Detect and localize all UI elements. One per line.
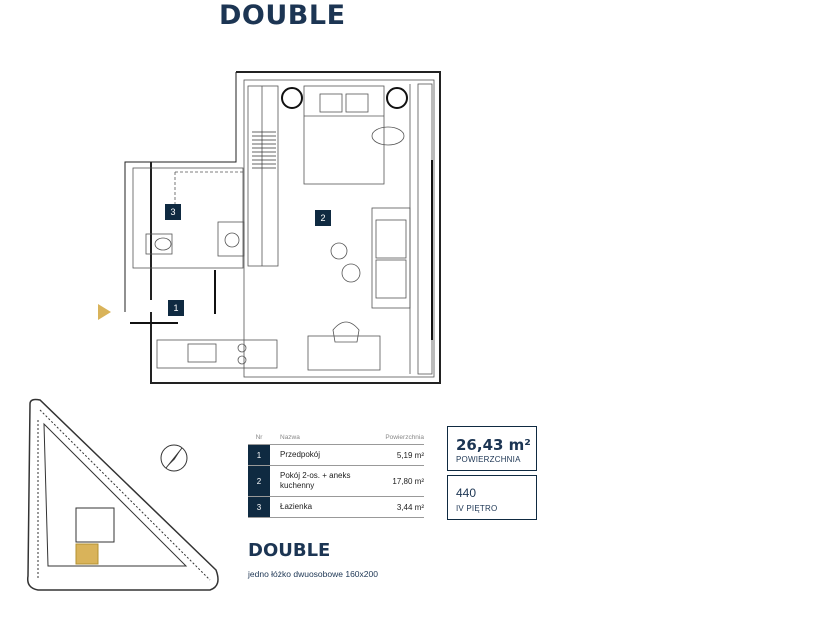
room-area: 17,80 m² (392, 476, 424, 486)
compass-icon (160, 444, 188, 472)
room-nr: 2 (248, 466, 270, 496)
room-badge-1: 1 (168, 300, 184, 316)
header-area: Powierzchnia (385, 433, 424, 441)
total-area-value: 26,43 m² (456, 436, 531, 454)
room-nr: 1 (248, 445, 270, 465)
unit-highlight (75, 543, 99, 565)
table-row: 2 Pokój 2-os. + aneks kuchenny 17,80 m² (248, 466, 424, 497)
room-name: Przedpokój (280, 450, 321, 459)
table-header: Nr Nazwa Powierzchnia (248, 430, 424, 445)
room-name: Łazienka (280, 502, 313, 511)
unit-type-subtitle: jedno łóżko dwuosobowe 160x200 (248, 569, 378, 579)
table-row: 3 Łazienka 3,44 m² (248, 497, 424, 518)
room-name: Pokój 2-os. + aneks kuchenny (280, 471, 351, 490)
rooms-table: Nr Nazwa Powierzchnia 1 Przedpokój 5,19 … (248, 430, 424, 518)
floor-label: IV PIĘTRO (456, 504, 498, 513)
room-nr: 3 (248, 497, 270, 517)
unit-info-box: 440 IV PIĘTRO (447, 475, 537, 520)
entrance-arrow-icon (98, 304, 111, 320)
header-name: Nazwa (280, 433, 300, 441)
table-row: 1 Przedpokój 5,19 m² (248, 445, 424, 466)
total-area-box: 26,43 m² POWIERZCHNIA (447, 426, 537, 471)
total-area-label: POWIERZCHNIA (456, 455, 521, 464)
unit-type-title: DOUBLE (248, 540, 331, 561)
room-area: 5,19 m² (396, 450, 424, 460)
header-nr: Nr (255, 433, 263, 441)
room-badge-2: 2 (315, 210, 331, 226)
room-badge-3: 3 (165, 204, 181, 220)
unit-number: 440 (456, 486, 477, 500)
room-area: 3,44 m² (396, 502, 424, 512)
page-title: DOUBLE (219, 0, 346, 31)
